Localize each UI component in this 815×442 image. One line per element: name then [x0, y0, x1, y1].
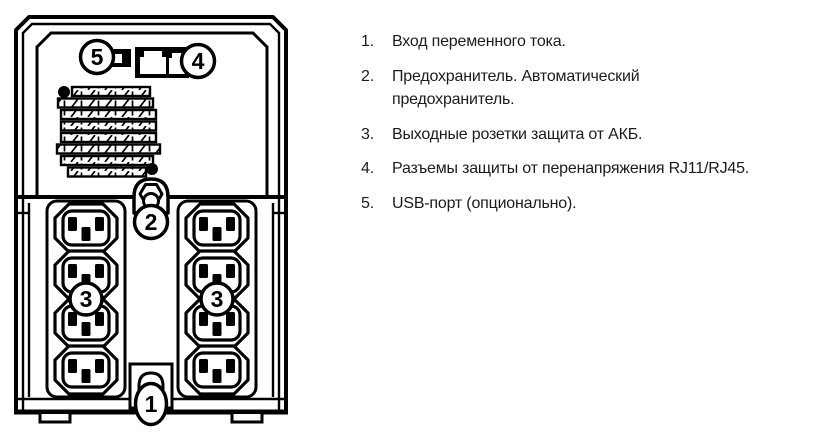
vent-grille	[55, 85, 162, 178]
outlet-socket	[184, 202, 250, 254]
callout-breaker-2: 2	[132, 203, 170, 241]
callout-rj-4: 4	[179, 42, 217, 80]
usb-port	[112, 49, 131, 67]
legend-item-3: 3. Выходные розетки защита от АКБ.	[361, 123, 813, 147]
callout-number: 5	[91, 44, 104, 70]
callout-ac-inlet-1: 1	[133, 381, 169, 427]
legend-item-1: 1. Вход переменного тока.	[361, 30, 813, 54]
outlet-socket	[53, 202, 119, 254]
rj45-jack	[140, 51, 166, 74]
legend-item-number: 4.	[361, 160, 374, 177]
callout-number: 1	[145, 391, 158, 417]
legend-item-text: USB-порт (опционально).	[392, 194, 577, 212]
legend-item-text: Разъемы защиты от перенапряжения RJ11/RJ…	[392, 160, 750, 177]
outlet-socket	[53, 344, 119, 396]
callout-number: 2	[145, 209, 158, 235]
legend-list: 1. Вход переменного тока. 2. Предохранит…	[361, 30, 813, 226]
callout-outlets-right-3: 3	[199, 281, 235, 317]
callout-number: 3	[80, 286, 93, 312]
legend-item-2: 2. Предохранитель. Автоматический предох…	[361, 65, 813, 112]
legend-item-4: 4. Разъемы защиты от перенапряжения RJ11…	[361, 157, 813, 181]
outlet-socket	[184, 344, 250, 396]
ups-rear-panel-diagram: 5 4 2 3 3 1	[14, 15, 288, 427]
ups-rear-panel-figure: 5 4 2 3 3 1	[0, 0, 310, 442]
callout-usb-5: 5	[78, 38, 116, 76]
foot-right	[230, 414, 264, 424]
side-rails	[17, 203, 285, 397]
callout-outlets-left-3: 3	[68, 281, 104, 317]
legend-item-number: 3.	[361, 125, 374, 143]
callout-number: 4	[192, 48, 205, 74]
legend-item-number: 5.	[361, 194, 374, 212]
callout-number: 3	[211, 286, 224, 312]
screw-bottom-right	[146, 163, 158, 175]
legend-item-text: Предохранитель. Автоматический предохран…	[392, 67, 640, 109]
screw-top-left	[58, 86, 70, 98]
foot-left	[38, 414, 72, 424]
legend-item-number: 1.	[361, 33, 374, 50]
legend-item-5: 5. USB-порт (опционально).	[361, 192, 813, 216]
legend-item-text: Выходные розетки защита от АКБ.	[392, 125, 643, 143]
legend-item-number: 2.	[361, 67, 374, 85]
legend-item-text: Вход переменного тока.	[392, 33, 566, 50]
